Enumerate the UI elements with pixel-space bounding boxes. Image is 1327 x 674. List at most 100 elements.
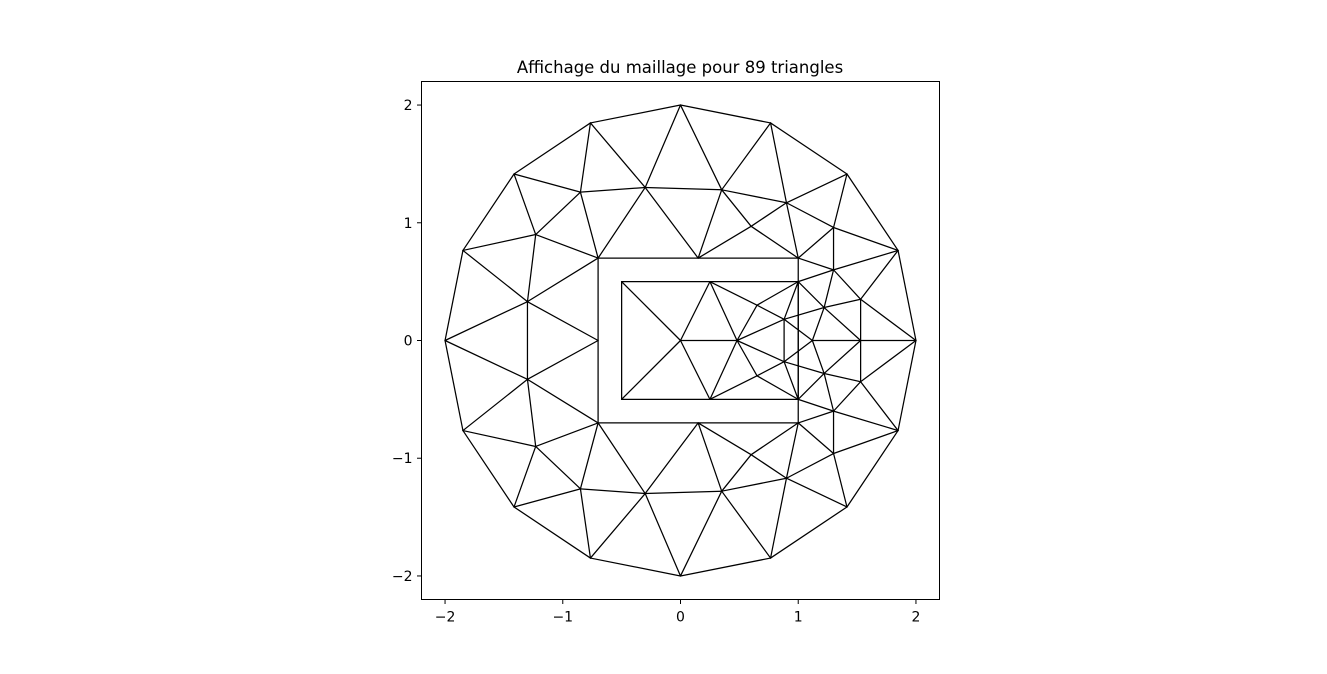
mesh-edge [444, 301, 529, 342]
mesh-edge [797, 257, 835, 271]
mesh-edge [579, 122, 592, 193]
mesh-edge [462, 429, 537, 448]
mesh-edge [535, 191, 582, 236]
mesh-edge [785, 173, 848, 204]
mesh-edge [750, 202, 788, 227]
mesh-boundary-edge [513, 506, 592, 559]
mesh-edge [709, 375, 758, 400]
mesh-edge [644, 104, 682, 189]
mesh-edge [797, 398, 835, 412]
mesh-edge [832, 269, 862, 300]
mesh-edge [832, 452, 848, 508]
mesh-edge [797, 281, 825, 309]
x-tick-label: −2 [435, 610, 456, 626]
mesh-edge [644, 422, 699, 495]
mesh-edge [579, 488, 646, 495]
mesh-boundary-edge [897, 339, 917, 432]
y-tick-label: 1 [404, 216, 413, 232]
mesh-edge [709, 281, 758, 306]
mesh-edge [644, 490, 723, 495]
mesh-edge [769, 477, 788, 559]
mesh-edge [832, 381, 862, 412]
mesh-edge [597, 422, 646, 495]
mesh-edge [823, 298, 862, 309]
mesh-edge [783, 318, 813, 342]
mesh-edge [859, 249, 899, 300]
x-tick-label: 0 [676, 610, 685, 626]
mesh-edge [644, 186, 723, 191]
mesh-edge [832, 173, 848, 229]
mesh-boundary-edge [846, 173, 899, 252]
mesh-edge [783, 361, 825, 375]
y-tick-label: 2 [404, 98, 413, 114]
mesh-boundary-edge [769, 506, 848, 559]
mesh-edge [526, 378, 599, 424]
mesh-edge [736, 304, 758, 342]
x-tick-label: 2 [911, 610, 920, 626]
mesh-edge [785, 452, 835, 479]
mesh-edge [721, 454, 752, 492]
mesh-edge [750, 454, 788, 479]
mesh-edge [589, 492, 646, 559]
mesh-boundary-edge [589, 104, 682, 124]
mesh-edge [797, 422, 835, 455]
mesh-edge [462, 378, 529, 432]
mesh-boundary-edge [679, 104, 772, 124]
mesh-boundary-edge [846, 429, 899, 508]
mesh-edge [526, 378, 537, 448]
mesh-edge [721, 189, 788, 204]
mesh-edge [721, 490, 772, 559]
mesh-edge [750, 225, 799, 259]
mesh-edge [736, 339, 758, 377]
mesh-boundary-edge [897, 249, 917, 342]
mesh-boundary-edge [462, 173, 515, 252]
mesh-edge [462, 233, 537, 252]
mesh-edge [783, 361, 799, 400]
mesh-boundary-edge [462, 429, 515, 508]
mesh-edge [823, 372, 862, 383]
mesh-edge [823, 269, 835, 309]
mesh-edge [526, 301, 599, 342]
mesh-edge [785, 202, 799, 259]
mesh-edge [444, 339, 529, 380]
mesh-edge [823, 372, 835, 412]
mesh-edge [823, 339, 862, 375]
mesh-boundary-edge [444, 249, 464, 342]
mesh-edge [832, 410, 899, 432]
mesh-edge [526, 257, 599, 303]
mesh-edge [785, 422, 799, 479]
mesh-edge [736, 339, 785, 363]
mesh-edge [513, 445, 537, 508]
chart-title: Affichage du maillage pour 89 triangles [517, 58, 843, 77]
mesh-edge [589, 122, 646, 189]
mesh-edge [756, 281, 799, 306]
mesh-edge [756, 375, 799, 400]
mesh-edge [756, 304, 785, 320]
mesh-edge [797, 226, 835, 259]
mesh-edge [785, 477, 848, 508]
mesh-edge [579, 191, 599, 259]
mesh-edge [721, 189, 752, 227]
mesh-edge [709, 281, 738, 342]
mesh-edge [721, 122, 772, 191]
mesh-edge [750, 422, 799, 456]
mesh-edge [697, 422, 723, 492]
y-tick-label: −2 [392, 569, 413, 585]
x-tick-label: 1 [794, 610, 803, 626]
mesh-edge [621, 281, 682, 342]
mesh-edge [823, 306, 862, 342]
mesh-boundary-edge [444, 339, 464, 432]
mesh-edge [679, 281, 711, 342]
mesh-edge [832, 226, 899, 252]
mesh-edge [462, 249, 529, 303]
mesh-edge [535, 233, 599, 259]
mesh-edge [832, 249, 899, 271]
mesh-edge [597, 186, 646, 259]
mesh-edge [797, 269, 835, 283]
mesh-edge [679, 490, 723, 577]
mesh-edge [756, 361, 785, 377]
mesh-edge [579, 186, 646, 193]
